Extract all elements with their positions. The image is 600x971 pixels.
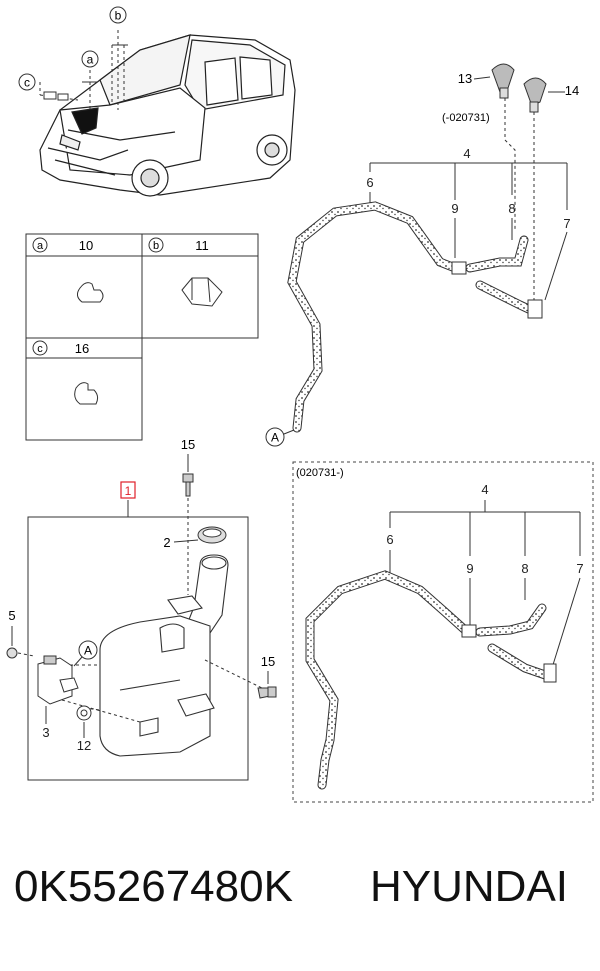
svg-text:9: 9 xyxy=(466,561,473,576)
svg-text:A: A xyxy=(84,644,92,658)
svg-text:9: 9 xyxy=(451,201,458,216)
svg-text:4: 4 xyxy=(463,146,470,161)
brand-name: HYUNDAI xyxy=(370,862,569,911)
bracket-4-upper: 4 6 9 8 7 xyxy=(366,146,571,301)
part-caption: 0K55267480K HYUNDAI xyxy=(0,862,600,932)
vehicle-illustration xyxy=(39,34,296,197)
svg-text:8: 8 xyxy=(521,561,528,576)
svg-text:7: 7 xyxy=(563,216,570,231)
svg-text:5: 5 xyxy=(8,608,15,623)
svg-text:3: 3 xyxy=(42,725,49,740)
part-number: 0K55267480K xyxy=(14,862,293,911)
svg-text:15: 15 xyxy=(261,654,275,669)
svg-text:b: b xyxy=(115,9,122,23)
svg-text:7: 7 xyxy=(576,561,583,576)
clip-cell-b: b 11 xyxy=(148,237,223,307)
bracket-4-lower: 4 6 9 8 7 xyxy=(386,482,584,669)
svg-text:6: 6 xyxy=(366,175,373,190)
callout-c-vehicle: c xyxy=(18,73,36,91)
reservoir-box xyxy=(27,516,249,781)
svg-text:2: 2 xyxy=(163,535,170,550)
vehicle-leader-bracket xyxy=(82,44,128,83)
callout-15-side: 15 xyxy=(257,654,277,699)
callout-b-vehicle: b xyxy=(109,6,127,24)
callout-a-vehicle: a xyxy=(81,50,99,68)
clip-cell-a: a 10 xyxy=(32,237,104,303)
clip-reference-table xyxy=(25,233,259,441)
svg-text:12: 12 xyxy=(77,738,91,753)
svg-text:A: A xyxy=(271,431,279,445)
date-range-after: (020731-) xyxy=(296,467,344,479)
nozzle-14: 14 xyxy=(523,77,579,113)
callout-2: 2 xyxy=(163,526,227,550)
svg-text:13: 13 xyxy=(458,71,472,86)
later-model-dashed-frame xyxy=(292,461,594,803)
svg-text:14: 14 xyxy=(565,83,579,98)
svg-text:10: 10 xyxy=(79,238,93,253)
svg-text:1: 1 xyxy=(125,484,132,498)
svg-text:4: 4 xyxy=(481,482,488,497)
ref-a-reservoir: A xyxy=(73,640,98,667)
nozzle-leaders-upper xyxy=(504,98,535,300)
clip-detail-c-small xyxy=(43,91,69,101)
svg-text:11: 11 xyxy=(195,238,209,253)
svg-text:8: 8 xyxy=(508,201,515,216)
svg-text:c: c xyxy=(37,343,43,355)
nozzle-13: 13 xyxy=(458,63,515,99)
svg-text:16: 16 xyxy=(75,341,89,356)
callout-1-highlight: 1 xyxy=(120,481,136,517)
svg-text:6: 6 xyxy=(386,532,393,547)
date-range-before: (-020731) xyxy=(442,112,490,124)
svg-text:a: a xyxy=(87,53,94,67)
svg-text:15: 15 xyxy=(181,437,195,452)
hose-lower xyxy=(305,570,557,790)
washer-system-exploded-diagram: b a c a 10 b 11 c 16 (-020731) xyxy=(6,6,594,803)
washer-reservoir-tank xyxy=(99,554,229,757)
ref-a-upper: A xyxy=(265,427,295,447)
hose-upper xyxy=(287,201,543,433)
svg-text:c: c xyxy=(24,76,30,90)
clip-cell-c: c 16 xyxy=(32,340,99,405)
washer-pump-motor-3: 3 xyxy=(37,655,79,740)
callout-15-top: 15 xyxy=(181,437,195,595)
svg-text:a: a xyxy=(37,240,44,252)
svg-text:b: b xyxy=(153,240,159,252)
grommet-12: 12 xyxy=(76,705,92,753)
callout-5: 5 xyxy=(6,608,35,659)
